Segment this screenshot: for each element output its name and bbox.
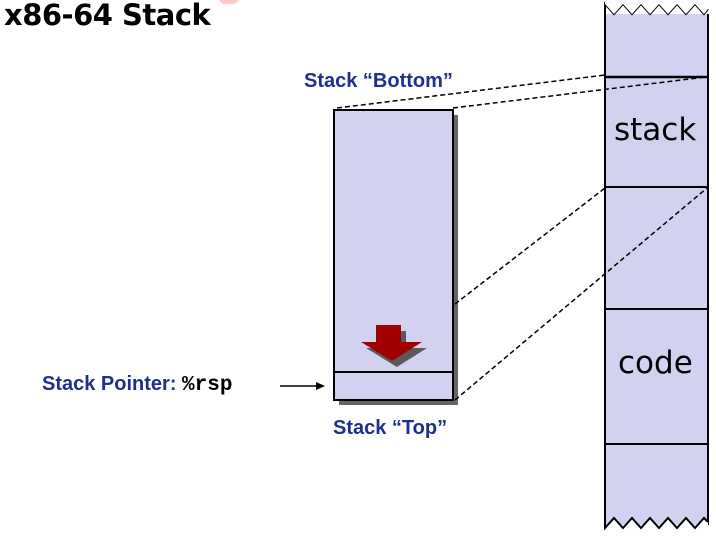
projection-line — [336, 74, 606, 109]
memory-column — [605, 14, 708, 525]
memory-stack-label: stack — [614, 112, 697, 148]
page-title: x86-64 Stack — [4, 0, 211, 32]
projection-line — [454, 187, 606, 305]
projection-line — [454, 187, 708, 401]
projection-line — [452, 76, 707, 109]
memory-bottom-break — [604, 516, 709, 531]
title-accent-decoration — [218, 0, 240, 4]
stack-pointer-text: Stack Pointer: — [42, 373, 177, 395]
stack-top-label: Stack “Top” — [333, 417, 448, 439]
down-arrow-icon — [361, 325, 427, 367]
right-arrow-icon — [280, 382, 325, 390]
memory-code-label: code — [618, 345, 693, 381]
stack-pointer-label: Stack Pointer: %rsp — [42, 373, 232, 397]
rsp-register: %rsp — [182, 374, 233, 397]
stack-bottom-label: Stack “Bottom” — [304, 70, 453, 92]
